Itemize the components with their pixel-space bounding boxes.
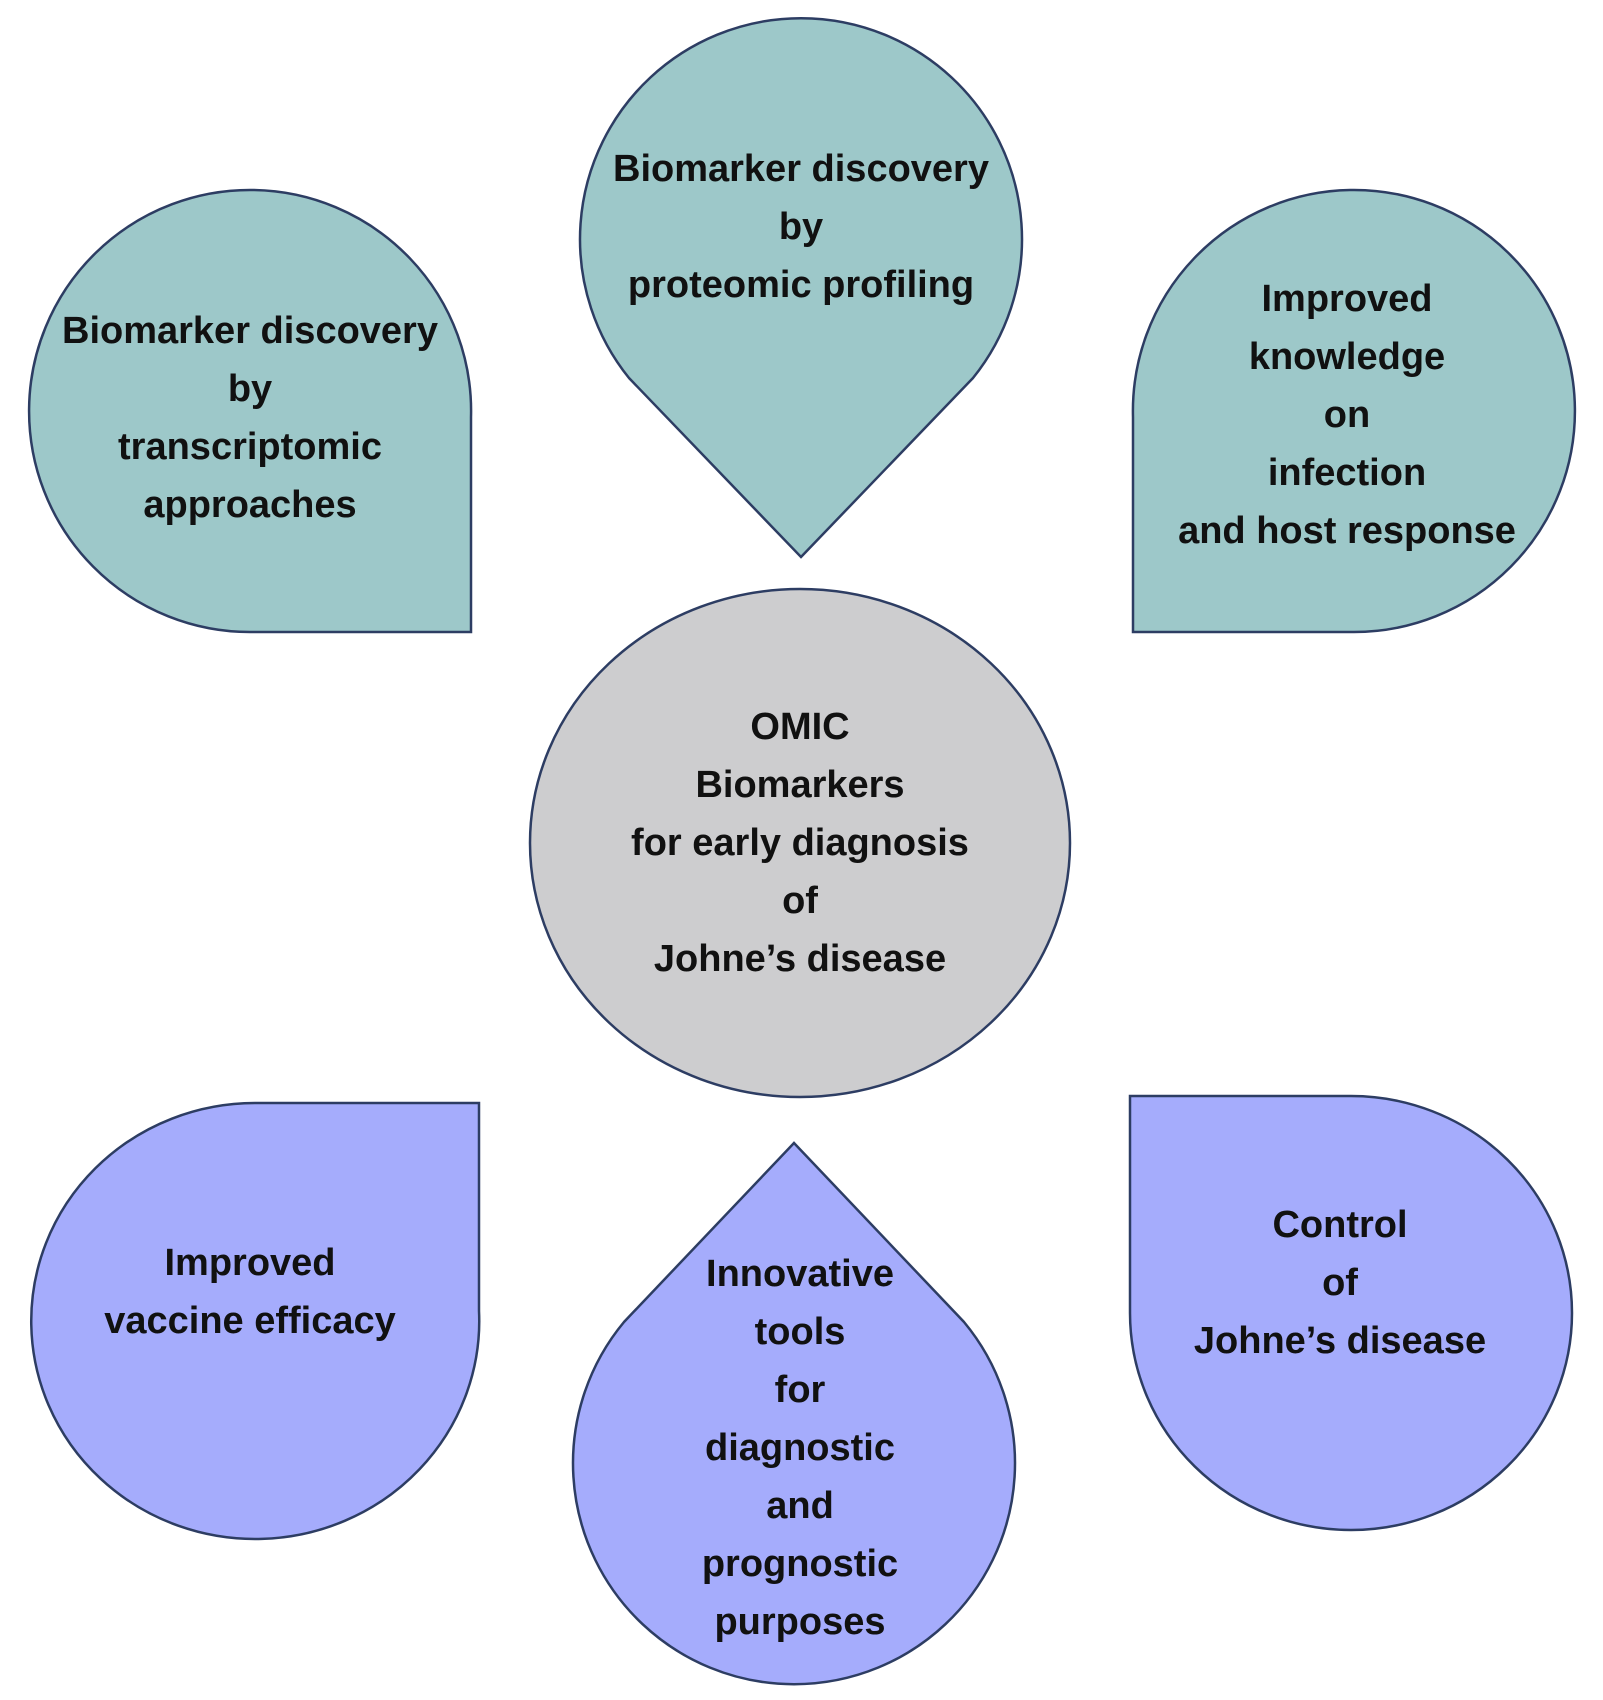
transcriptomic-line-4: approaches <box>143 484 357 526</box>
knowledge-line-5: and host response <box>1178 510 1516 552</box>
control-line-2: of <box>1322 1262 1358 1304</box>
transcriptomic-line-3: transcriptomic <box>118 426 382 468</box>
tools-line-1: Innovative <box>706 1253 894 1295</box>
tools-line-7: purposes <box>714 1601 886 1643</box>
knowledge-teardrop-shape <box>1131 188 1577 634</box>
center-line-5: Johne’s disease <box>653 938 947 980</box>
tools-teardrop-shape <box>571 1141 1017 1686</box>
vaccine-label: Improved vaccine efficacy <box>40 1234 460 1350</box>
transcriptomic-line-2: by <box>227 368 273 410</box>
tools-label: Innovative tools for diagnostic and prog… <box>590 1245 1010 1651</box>
tools-line-4: diagnostic <box>704 1427 896 1469</box>
control-teardrop-shape <box>1128 1094 1574 1532</box>
transcriptomic-label: Biomarker discovery by transcriptomic ap… <box>35 302 465 534</box>
tools-line-3: for <box>774 1369 826 1411</box>
center-line-4: of <box>782 880 818 922</box>
knowledge-line-3: on <box>1323 394 1371 436</box>
tools-line-2: tools <box>754 1311 846 1353</box>
center-line-2: Biomarkers <box>695 764 905 806</box>
control-label: Control of Johne’s disease <box>1130 1196 1550 1370</box>
vaccine-line-1: Improved <box>164 1242 336 1284</box>
center-line-1: OMIC <box>750 706 850 748</box>
transcriptomic-teardrop-shape <box>27 188 473 634</box>
center-line-3: for early diagnosis <box>631 822 969 864</box>
tools-line-5: and <box>766 1485 834 1527</box>
proteomic-label: Biomarker discovery by proteomic profili… <box>578 140 1024 314</box>
proteomic-teardrop-shape <box>578 17 1024 559</box>
proteomic-line-1: Biomarker discovery <box>613 148 989 190</box>
knowledge-line-1: Improved <box>1261 278 1433 320</box>
transcriptomic-line-1: Biomarker discovery <box>62 310 438 352</box>
knowledge-line-2: knowledge <box>1248 336 1446 378</box>
control-line-1: Control <box>1272 1204 1408 1246</box>
vaccine-teardrop-shape <box>30 1101 481 1541</box>
knowledge-label: Improved knowledge on infection and host… <box>1137 270 1557 560</box>
center-ellipse-shape <box>528 587 1072 1099</box>
control-line-3: Johne’s disease <box>1193 1320 1487 1362</box>
proteomic-line-3: proteomic profiling <box>627 264 975 306</box>
vaccine-line-2: vaccine efficacy <box>104 1300 396 1342</box>
knowledge-line-4: infection <box>1267 452 1427 494</box>
tools-line-6: prognostic <box>701 1543 899 1585</box>
center-label: OMIC Biomarkers for early diagnosis of J… <box>560 698 1040 988</box>
proteomic-line-2: by <box>778 206 824 248</box>
